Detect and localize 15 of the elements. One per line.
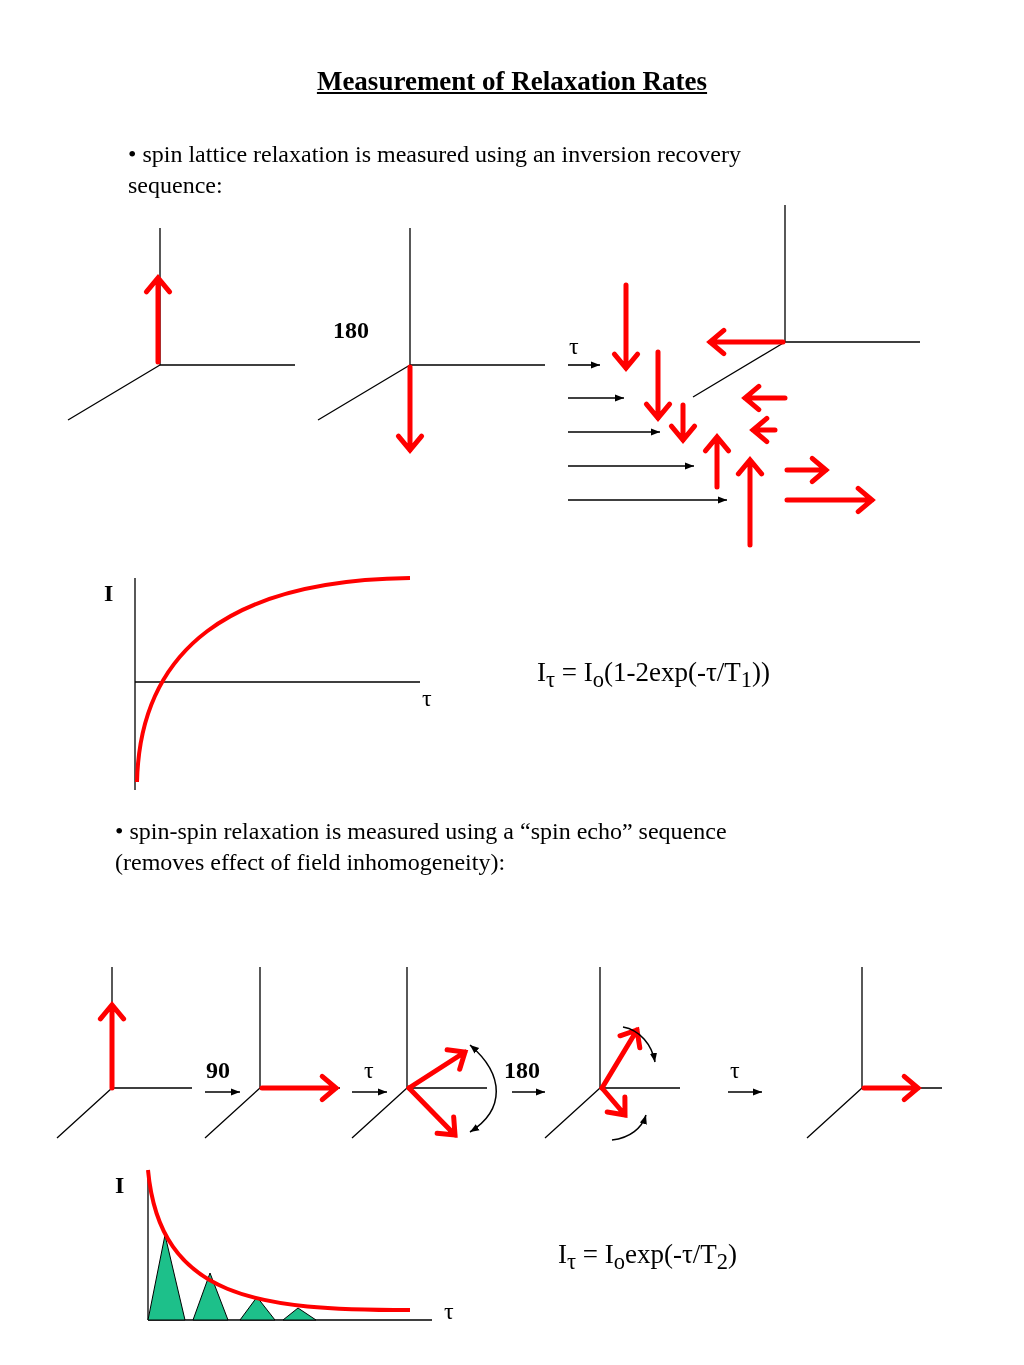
axis-label: I [115,1171,125,1200]
axis-label: I [104,579,114,608]
pulse-label: 180 [333,316,369,345]
delay-label: τ [569,332,579,361]
equation: I$_{τ}$ = I$_{o}$exp(-τ/T$_{2}$) [558,1239,738,1277]
pulse-label: 90 [206,1056,230,1085]
delay-label: τ [364,1056,374,1085]
equation: I$_{τ}$ = I$_{o}$(1-2exp(-τ/T$_{1}$)) [537,657,771,695]
bullet-text: • spin lattice relaxation is measured using an inversion recovery sequence: [128,140,742,200]
axis-label: τ [444,1297,454,1326]
axis-label: τ [422,684,432,713]
delay-label: τ [730,1056,740,1085]
title: Measurement of Relaxation Rates [316,66,708,96]
bullet-text: • spin-spin relaxation is measured using a “spin echo” sequence (removes effect of field inhomogeneity): [115,817,728,877]
pulse-label: 180 [504,1056,540,1085]
